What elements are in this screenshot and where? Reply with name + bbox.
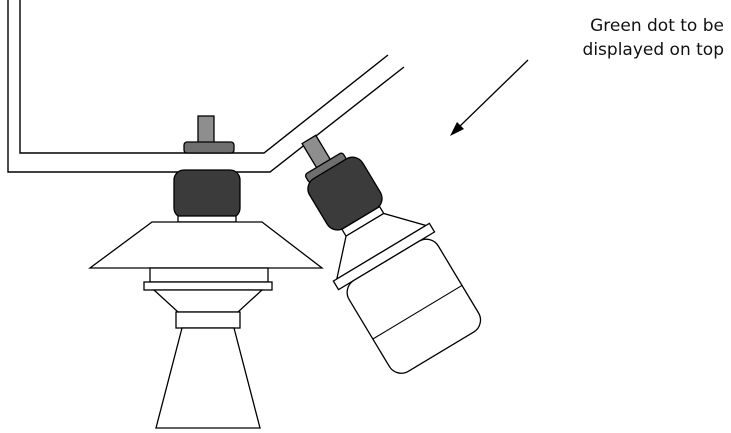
sensor-body-angled — [346, 238, 482, 374]
horn-sensor-vertical — [88, 115, 324, 429]
annotation-label: Green dot to be displayed on top — [520, 14, 724, 62]
tank-wall-outer — [7, 0, 405, 173]
ultrasonic-sensor-angled — [301, 134, 482, 374]
sensor-taper — [152, 289, 264, 313]
arrow-head — [450, 122, 464, 136]
sensor-neck-vertical — [177, 215, 237, 223]
sensor-body-seam-angled — [372, 284, 463, 340]
sensor-flange-cone — [88, 221, 324, 269]
sensor-head-vertical — [173, 169, 241, 219]
horn-antenna — [155, 327, 261, 429]
mounting-bolt-top — [197, 115, 215, 145]
annotation-arrow — [450, 59, 529, 136]
sensor-body-band-1 — [149, 267, 269, 283]
tank-wall-inner — [19, 0, 389, 154]
tank-wall — [7, 0, 405, 173]
sensor-collar — [175, 311, 241, 329]
annotation-line-2: displayed on top — [582, 40, 724, 60]
sensor-body-band-2 — [143, 281, 273, 291]
mounting-nut-top — [183, 141, 235, 154]
annotation-line-1: Green dot to be — [590, 16, 724, 36]
